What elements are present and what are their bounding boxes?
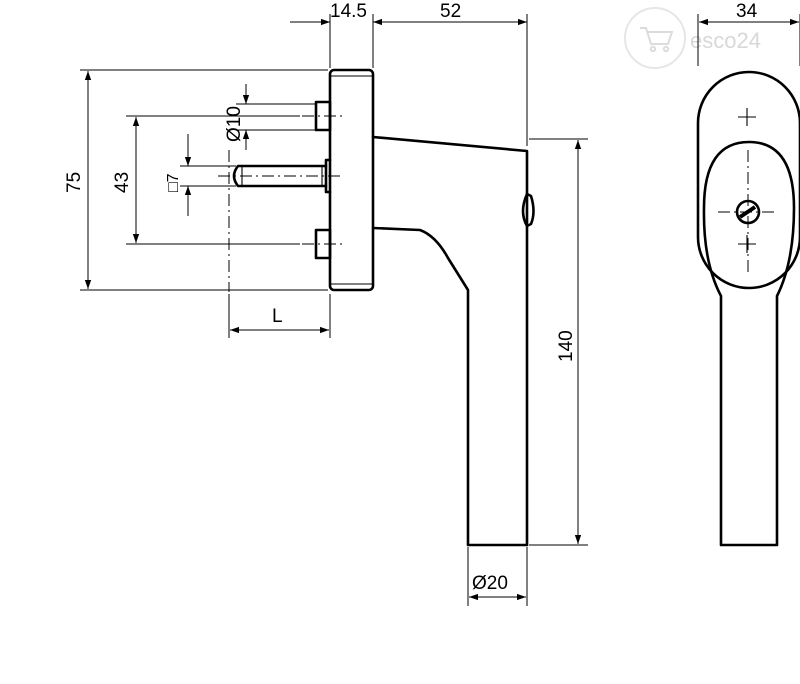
screw-mark-lower	[738, 235, 756, 253]
label-rose-height: 75	[64, 172, 85, 193]
handle-lever	[371, 135, 529, 547]
dimension-spindle-square: □7	[165, 134, 236, 216]
dimension-grip-diameter: Ø20	[467, 547, 528, 606]
dimension-screw-diameter: Ø10	[224, 84, 316, 150]
dimension-rose-width: 34	[697, 1, 800, 66]
dimension-handle-projection: 52	[373, 1, 528, 146]
dimension-rose-depth: 14.5	[290, 1, 374, 68]
shopping-cart-icon	[640, 27, 674, 53]
side-view	[218, 68, 535, 547]
label-grip-diameter: Ø20	[472, 573, 508, 594]
handle-front	[702, 140, 796, 547]
front-view	[696, 70, 800, 547]
label-rose-width: 34	[736, 1, 758, 22]
dimension-rose-height: 75	[64, 69, 328, 291]
dimension-screw-spacing: 43	[112, 115, 300, 245]
dimension-handle-length: 140	[529, 138, 588, 546]
rose-plate	[328, 68, 375, 292]
rose-front	[696, 70, 800, 290]
label-handle-projection: 52	[440, 1, 461, 22]
dimension-spindle-length: L	[228, 294, 331, 338]
label-rose-depth: 14.5	[330, 1, 367, 22]
watermark-text: esco24	[690, 28, 761, 53]
label-spindle-length: L	[272, 306, 283, 327]
watermark: esco24	[624, 7, 761, 69]
handle-knob	[521, 192, 535, 228]
label-spindle-square: □7	[165, 173, 182, 192]
label-screw-diameter: Ø10	[224, 106, 245, 142]
screw-mark-upper	[738, 108, 756, 126]
label-handle-length: 140	[556, 330, 577, 362]
label-screw-spacing: 43	[112, 172, 133, 193]
